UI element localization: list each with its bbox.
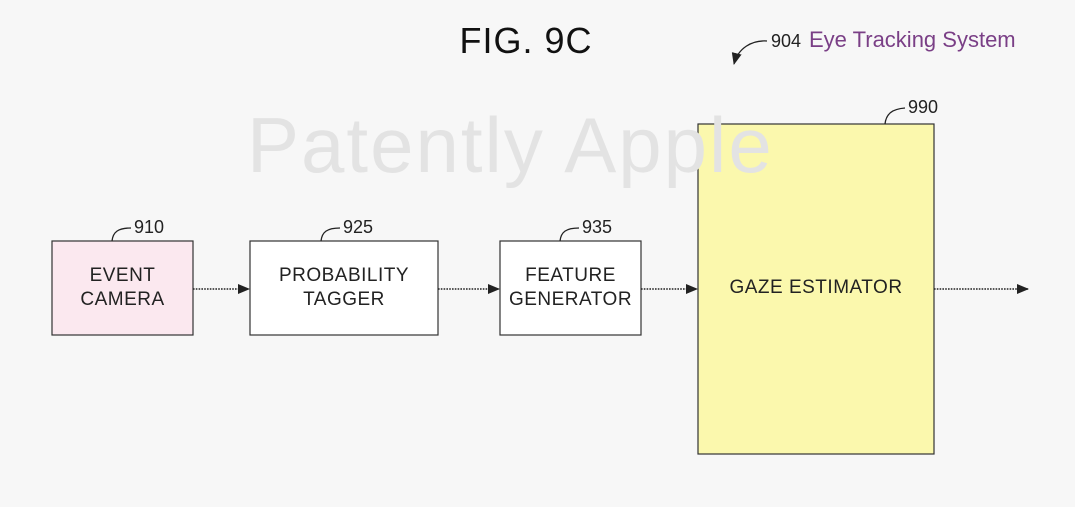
probability-tagger-line-2: TAGGER xyxy=(303,289,385,310)
event-camera-block xyxy=(51,240,194,336)
event-camera-label: EVENT CAMERA xyxy=(52,241,193,335)
gaze-estimator-block xyxy=(697,123,935,455)
ref-910: 910 xyxy=(134,217,165,237)
gaze-estimator-label: GAZE ESTIMATOR xyxy=(698,241,934,335)
ref-904: 904 xyxy=(771,31,802,51)
feature-generator-label: FEATURE GENERATOR xyxy=(500,241,641,335)
watermark: Patently Apple xyxy=(247,101,774,189)
ref-990: 990 xyxy=(908,97,939,117)
leader-935 xyxy=(559,227,580,242)
ref-935: 935 xyxy=(582,217,613,237)
feature-generator-block xyxy=(499,240,642,336)
probability-tagger-block xyxy=(249,240,439,336)
leader-904 xyxy=(731,40,768,65)
feature-generator-line-2: GENERATOR xyxy=(508,289,633,310)
feature-generator-line-1: FEATURE xyxy=(525,265,616,286)
leader-910 xyxy=(111,227,132,242)
system-name: Eye Tracking System xyxy=(809,27,1016,52)
leader-990 xyxy=(884,107,906,125)
leader-925 xyxy=(320,227,341,242)
ref-925: 925 xyxy=(343,217,374,237)
gaze-estimator-line-1: GAZE ESTIMATOR xyxy=(729,277,903,298)
figure-title: FIG. 9C xyxy=(459,20,593,61)
probability-tagger-line-1: PROBABILITY xyxy=(278,265,410,286)
event-camera-line-1: EVENT xyxy=(89,265,156,286)
event-camera-line-2: CAMERA xyxy=(80,289,165,310)
probability-tagger-label: PROBABILITY TAGGER xyxy=(250,241,438,335)
